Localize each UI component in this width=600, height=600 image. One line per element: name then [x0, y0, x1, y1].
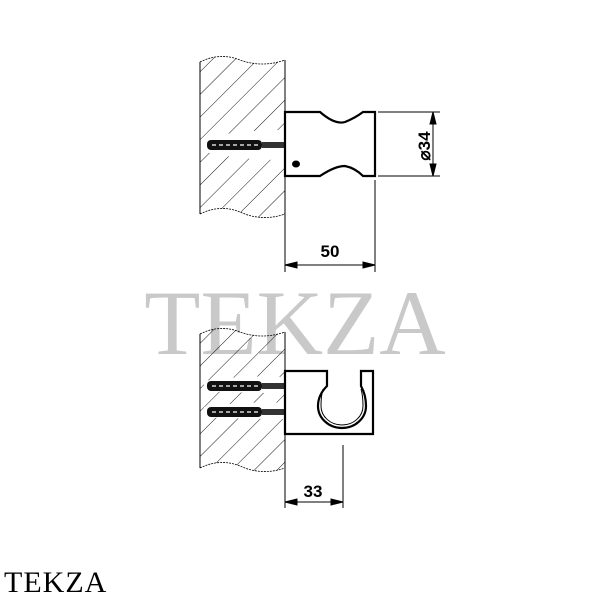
top-depth-label: 50: [321, 242, 340, 261]
top-wall-section: [199, 56, 286, 218]
bottom-wall-section: [199, 328, 286, 472]
bottom-depth-label: 33: [304, 482, 323, 501]
brand-logo: TEKZA: [4, 566, 108, 599]
bottom-depth-dimension: [284, 445, 344, 508]
top-depth-dimension: [284, 180, 376, 272]
watermark-text: TEKZA: [144, 272, 445, 374]
diameter-label: ⌀34: [415, 131, 434, 161]
screw-hole: [292, 160, 300, 168]
bottom-holder-body: [283, 369, 375, 436]
top-wall-anchor: [207, 140, 285, 150]
bottom-wall-anchors: [207, 381, 285, 417]
top-holder-body: [283, 110, 377, 178]
diameter-dimension: [378, 111, 440, 177]
